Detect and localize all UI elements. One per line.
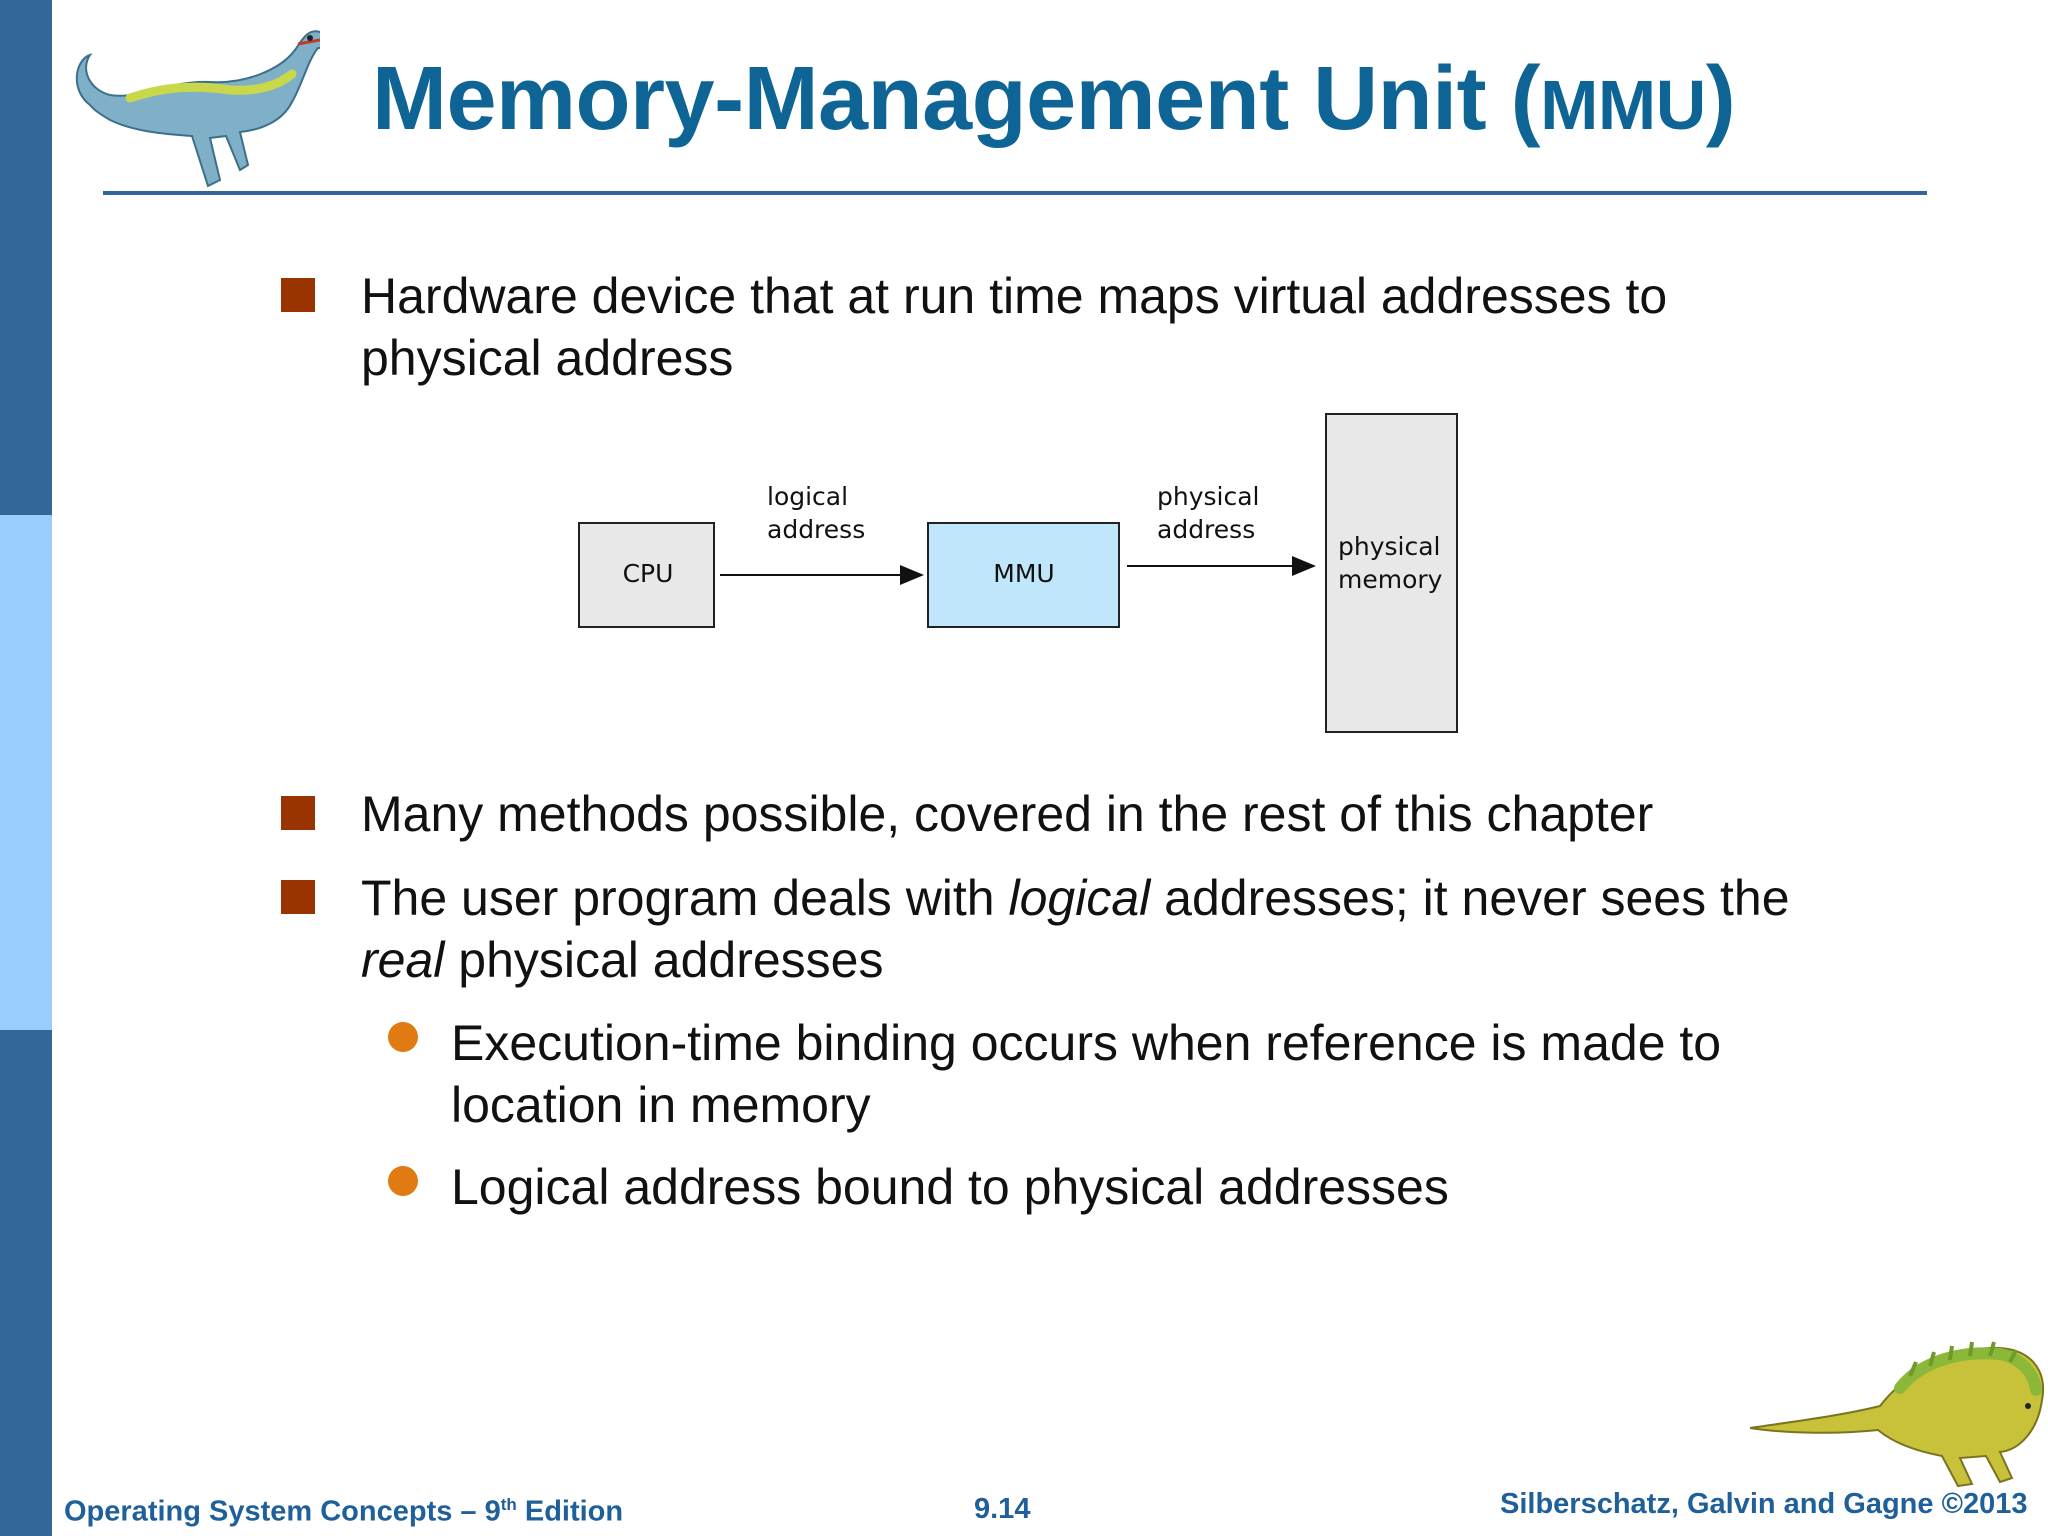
sub-bullet-2-line-1: Logical address bound to physical addres… bbox=[451, 1159, 1449, 1215]
sub-bullet-1-line-2: location in memory bbox=[451, 1077, 871, 1133]
arrow1-label-line2: address bbox=[767, 515, 865, 544]
bullet-3-line-2: real physical addresses bbox=[361, 929, 884, 991]
side-stripe-bottom bbox=[0, 1030, 52, 1536]
footer-authors: Silberschatz, Galvin and Gagne ©2013 bbox=[1500, 1488, 2028, 1520]
slide-title: Memory-Management Unit (MMU) bbox=[372, 48, 1736, 151]
memory-label-line1: physical bbox=[1338, 532, 1441, 561]
bullet-1-line-1: Hardware device that at run time maps vi… bbox=[361, 268, 1668, 324]
title-abbrev: MMU bbox=[1540, 66, 1706, 144]
sub-bullet-dot-1 bbox=[388, 1022, 418, 1052]
bullet-3-text-c: physical addresses bbox=[444, 932, 884, 988]
side-stripe-top bbox=[0, 0, 52, 515]
bullet-square-3 bbox=[281, 880, 315, 914]
mmu-label: MMU bbox=[993, 559, 1054, 588]
bullet-3-line-1: The user program deals with logical addr… bbox=[361, 867, 1790, 929]
bullet-3-text-b: addresses; it never sees the bbox=[1150, 870, 1790, 926]
cpu-label: CPU bbox=[623, 559, 674, 588]
footer-page-number: 9.14 bbox=[974, 1493, 1031, 1525]
dinosaur-top-left-icon bbox=[75, 30, 320, 188]
bullet-3-emphasis-logical: logical bbox=[1008, 870, 1151, 926]
title-underline bbox=[103, 191, 1927, 195]
title-close: ) bbox=[1705, 49, 1736, 149]
footer-book-title: Operating System Concepts – 9th Edition bbox=[64, 1495, 623, 1529]
memory-label-line2: memory bbox=[1338, 565, 1443, 594]
arrow2-label-line2: address bbox=[1157, 515, 1255, 544]
arrow1-label-line1: logical bbox=[767, 482, 848, 511]
side-stripe-middle bbox=[0, 515, 52, 1030]
footer-left-b: Edition bbox=[516, 1495, 624, 1528]
footer-left-a: Operating System Concepts – 9 bbox=[64, 1495, 501, 1528]
footer-left-sup: th bbox=[500, 1495, 517, 1514]
dinosaur-bottom-right-icon bbox=[1750, 1341, 2045, 1488]
sub-bullet-1-line-1: Execution-time binding occurs when refer… bbox=[451, 1015, 1722, 1071]
bullet-3-text-a: The user program deals with bbox=[361, 870, 1009, 926]
bullet-3-emphasis-real: real bbox=[361, 932, 445, 988]
bullet-square-2 bbox=[281, 796, 315, 830]
title-main: Memory-Management Unit ( bbox=[372, 49, 1541, 149]
bullet-1-line-2: physical address bbox=[361, 330, 734, 386]
bullet-2-line-1: Many methods possible, covered in the re… bbox=[361, 786, 1654, 842]
physical-memory-box bbox=[1325, 413, 1458, 733]
arrow2-label-line1: physical bbox=[1157, 482, 1260, 511]
cpu-box bbox=[578, 522, 715, 628]
bullet-square-1 bbox=[281, 278, 315, 312]
sub-bullet-dot-2 bbox=[388, 1166, 418, 1196]
mmu-box bbox=[927, 522, 1120, 628]
